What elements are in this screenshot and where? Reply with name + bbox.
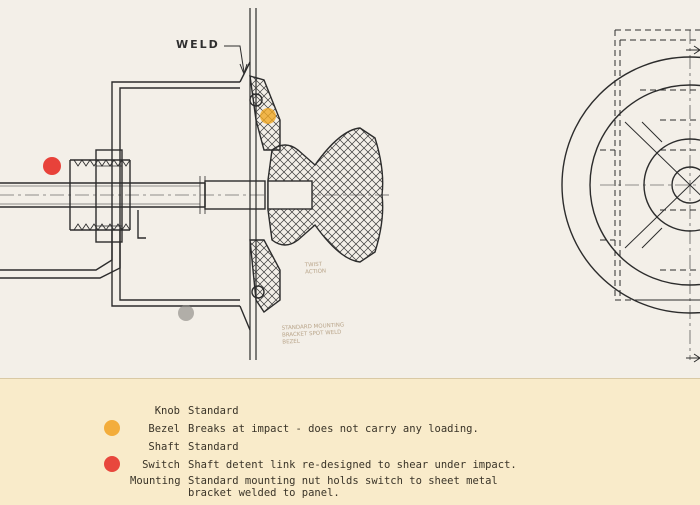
- end-view-dashed: [600, 29, 700, 301]
- switch-legend-dot: [104, 456, 120, 472]
- legend-description: Standard: [188, 405, 239, 417]
- bezel-legend-dot: [104, 420, 120, 436]
- technical-drawing: WELD TWIST ACTION STANDARD MOUNTING BRAC…: [0, 8, 700, 363]
- threaded-bushing: [69, 159, 131, 231]
- weld-leader: [224, 45, 245, 73]
- legend-description: Breaks at impact - does not carry any lo…: [188, 423, 479, 435]
- legend-label: Switch: [142, 459, 180, 471]
- legend-label: Shaft: [148, 441, 180, 453]
- knob-insert: [267, 180, 313, 210]
- legend-label: Knob: [154, 405, 180, 417]
- switch-marker-dot: [43, 157, 61, 175]
- bezel-marker-dot: [260, 108, 276, 124]
- weld-label: WELD: [176, 38, 220, 51]
- twist-action-note: TWIST ACTION: [304, 261, 327, 276]
- mounting-bracket-note: STANDARD MOUNTING BRACKET SPOT WELD BEZE…: [281, 322, 345, 346]
- legend-label: Bezel: [148, 423, 180, 435]
- legend-label: Mounting: [130, 475, 181, 487]
- legend-description: Standard: [188, 441, 239, 453]
- legend-panel: Knob Standard Bezel Breaks at impact - d…: [0, 378, 700, 505]
- mounting-marker-dot: [178, 305, 194, 321]
- legend-description: Standard mounting nut holds switch to sh…: [188, 475, 498, 499]
- panel-sheet: [249, 8, 257, 360]
- knob-section: [267, 127, 384, 263]
- legend-description: Shaft detent link re-designed to shear u…: [188, 459, 517, 471]
- cross-section-drawing: [0, 8, 700, 363]
- mounting-nut: [95, 149, 123, 243]
